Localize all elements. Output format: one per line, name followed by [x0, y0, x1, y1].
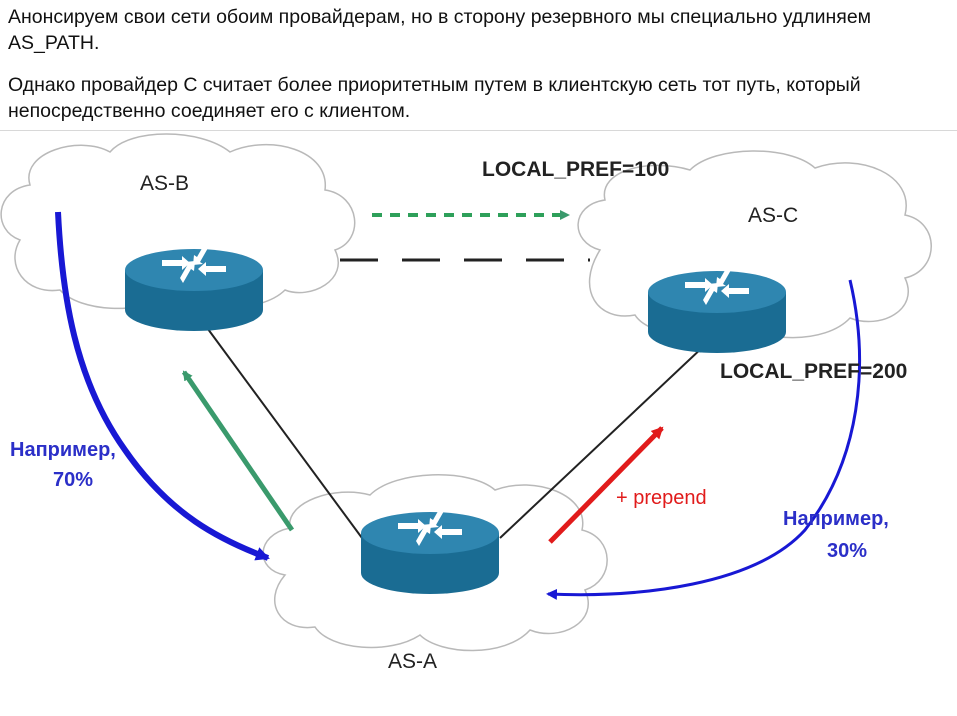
router-as-a — [361, 506, 499, 594]
router-as-c — [648, 265, 786, 353]
green-arrow-a-to-b — [181, 370, 295, 532]
right-share-label-line1: Например, — [783, 508, 889, 530]
local-pref-100-label: LOCAL_PREF=100 — [482, 158, 669, 181]
router-as-b — [125, 243, 263, 331]
as-c-label: AS-C — [748, 204, 798, 227]
prepend-label: + prepend — [616, 487, 707, 509]
link-b-a — [204, 324, 363, 539]
intro-text-line2: Однако провайдер С считает более приорит… — [8, 74, 861, 122]
as-b-label: AS-B — [140, 172, 189, 195]
intro-text-line1: Анонсируем свои сети обоим провайдерам, … — [8, 6, 872, 54]
blue-arrow-right-30 — [546, 279, 861, 600]
bgp-topology-diagram: AS-B AS-C AS-A LOCAL_PREF=100 LOCAL_PREF… — [0, 133, 932, 673]
red-arrow-a-to-c — [548, 426, 664, 544]
local-pref-200-label: LOCAL_PREF=200 — [720, 360, 907, 383]
link-c-a — [499, 344, 706, 539]
cloud-as-b — [0, 133, 356, 310]
blue-arrow-left-70 — [55, 211, 270, 561]
left-share-label-line1: Например, — [10, 439, 116, 461]
as-a-label: AS-A — [388, 650, 437, 673]
right-share-label-line2: 30% — [827, 540, 867, 562]
left-share-label-line2: 70% — [53, 469, 93, 491]
section-divider — [0, 130, 957, 131]
